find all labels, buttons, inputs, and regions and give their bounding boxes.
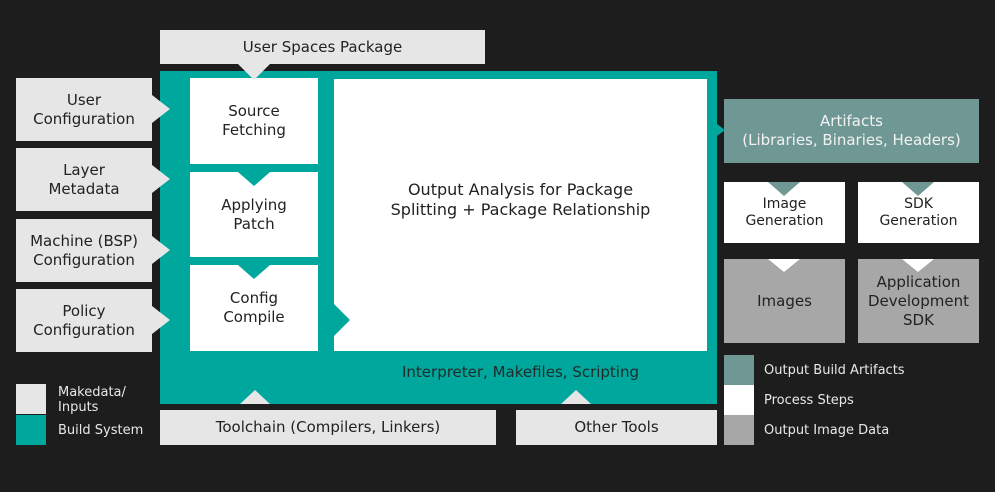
machine-bsp-configuration-box: Machine (BSP) Configuration — [16, 219, 152, 282]
config-compile-step: Config Compile — [190, 265, 318, 351]
arrow-policy-config — [152, 306, 170, 334]
arrow-sdk-gen-to-sdk — [902, 259, 934, 272]
legend-swatch-build-system — [16, 415, 46, 445]
other-tools-box: Other Tools — [516, 410, 717, 445]
arrow-image-gen-to-images — [768, 259, 800, 272]
arrow-artifacts-to-image-gen — [768, 182, 800, 196]
policy-configuration-box: Policy Configuration — [16, 289, 152, 352]
legend-swatch-process-steps — [724, 385, 754, 415]
legend-swatch-output-build-artifacts — [724, 355, 754, 385]
arrow-layer-metadata — [152, 165, 170, 193]
legend-swatch-inputs — [16, 384, 46, 414]
legend-swatch-output-image-data — [724, 415, 754, 445]
arrow-user-config — [152, 95, 170, 123]
arrow-artifacts-to-sdk-gen — [902, 182, 934, 196]
images-output-box: Images — [724, 259, 845, 343]
arrow-source-to-patch — [238, 172, 270, 186]
sdk-generation-box: SDK Generation — [858, 182, 979, 243]
arrow-toolchain — [240, 390, 270, 404]
arrow-config-to-analysis — [334, 304, 350, 336]
legend-label-build-system: Build System — [58, 423, 144, 438]
arrow-build-to-artifacts — [709, 118, 725, 142]
legend-label-output-image-data: Output Image Data — [764, 423, 890, 438]
legend-label-inputs: Makedata/ Inputs — [58, 385, 126, 415]
arrow-other-tools — [561, 390, 591, 404]
applying-patch-step: Applying Patch — [190, 172, 318, 257]
toolchain-box: Toolchain (Compilers, Linkers) — [160, 410, 496, 445]
application-sdk-output-box: Application Development SDK — [858, 259, 979, 343]
legend-label-output-build-artifacts: Output Build Artifacts — [764, 363, 905, 378]
arrow-top-input — [238, 64, 270, 80]
artifacts-box: Artifacts (Libraries, Binaries, Headers) — [724, 99, 979, 163]
layer-metadata-box: Layer Metadata — [16, 148, 152, 211]
arrow-patch-to-config — [238, 265, 270, 279]
build-system-label: Interpreter, Makefiles, Scripting — [401, 362, 640, 381]
user-spaces-package-box: User Spaces Package — [160, 30, 485, 64]
source-fetching-step: Source Fetching — [190, 78, 318, 164]
arrow-machine-config — [152, 236, 170, 264]
output-analysis-box: Output Analysis for Package Splitting + … — [334, 79, 707, 351]
user-configuration-box: User Configuration — [16, 78, 152, 141]
legend-label-process-steps: Process Steps — [764, 393, 854, 408]
